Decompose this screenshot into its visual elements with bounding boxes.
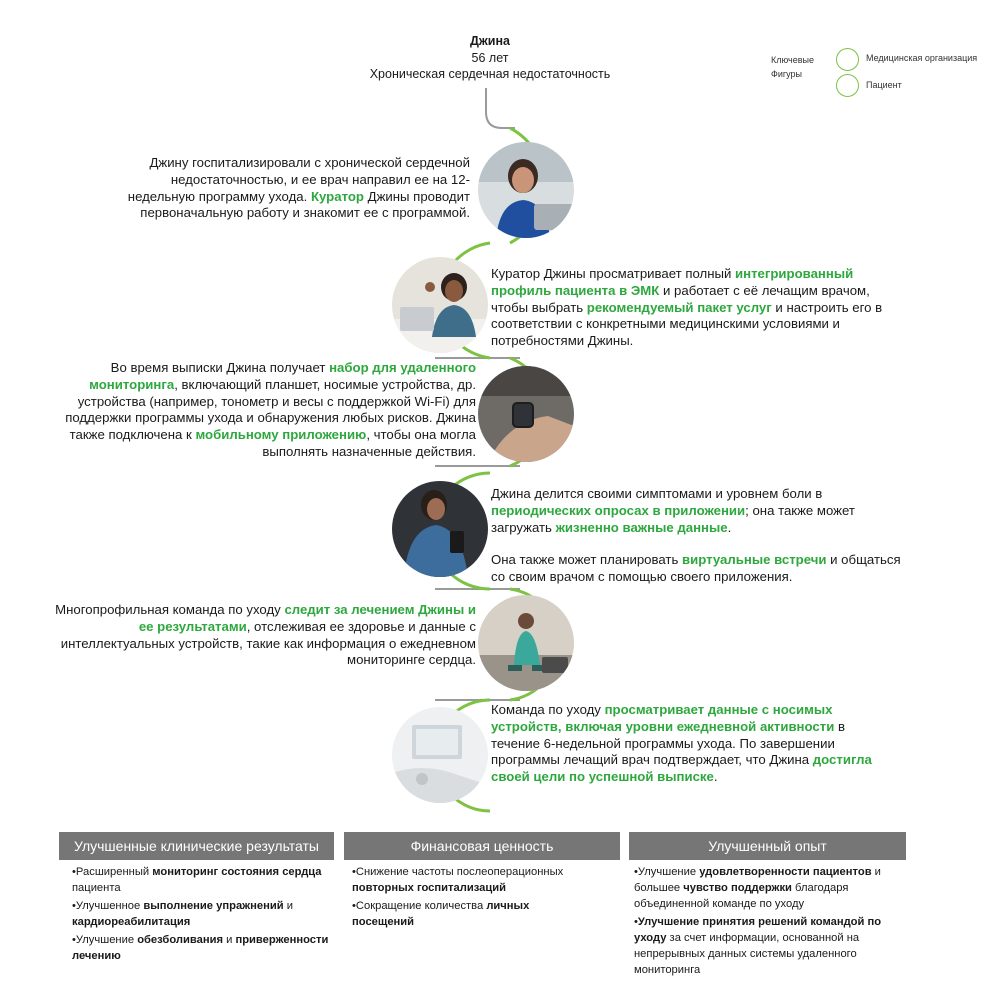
photo-woman-using-phone xyxy=(392,481,488,577)
box-financial-list: •Снижение частоты послеоперационных повт… xyxy=(352,864,592,932)
list-item: •Улучшение принятия решений командой по … xyxy=(634,916,882,976)
step-3-text: Во время выписки Джина получает набор дл… xyxy=(65,360,476,459)
list-item: •Улучшенное выполнение упражнений и кард… xyxy=(72,900,293,928)
legend-circle-organization-icon xyxy=(836,48,859,71)
patient-age: 56 лет xyxy=(471,51,509,65)
list-item: •Улучшение обезболивания и приверженност… xyxy=(72,934,329,962)
box-experience-list: •Улучшение удовлетворенности пациентов и… xyxy=(634,864,896,980)
list-item: •Расширенный мониторинг состояния сердца… xyxy=(72,866,322,894)
photo-doctor-reviewing-data xyxy=(392,707,488,803)
legend-label-patient: Пациент xyxy=(866,80,902,90)
patient-name: Джина xyxy=(470,34,510,48)
step-2-text: Куратор Джины просматривает полный интег… xyxy=(491,266,883,349)
box-financial-header: Финансовая ценность xyxy=(344,832,620,860)
step-4-text: Джина делится своими симптомами и уровне… xyxy=(491,486,901,585)
legend-circle-patient-icon xyxy=(836,74,859,97)
list-item: •Сокращение количества личных посещений xyxy=(352,900,530,928)
legend-label-organization: Медицинская организация xyxy=(866,53,978,63)
legend-title: Ключевые Фигуры xyxy=(771,55,814,79)
list-item: •Снижение частоты послеоперационных повт… xyxy=(352,866,564,894)
step-6-text: Команда по уходу просматривает данные с … xyxy=(491,702,872,785)
step-5-text: Многопрофильная команда по уходу следит … xyxy=(55,602,476,668)
box-experience-header: Улучшенный опыт xyxy=(629,832,906,860)
step-1-text: Джину госпитализировали с хронической се… xyxy=(127,155,470,221)
list-item: •Улучшение удовлетворенности пациентов и… xyxy=(634,866,881,910)
box-clinical-header: Улучшенные клинические результаты xyxy=(59,832,334,860)
photo-woman-exercising xyxy=(478,595,574,691)
photo-video-call-woman xyxy=(392,257,488,353)
box-clinical-list: •Расширенный мониторинг состояния сердца… xyxy=(72,864,334,966)
photo-curator-at-laptop xyxy=(478,142,574,238)
photo-smartwatch-wrist xyxy=(478,366,574,462)
patient-condition: Хроническая сердечная недостаточность xyxy=(369,67,611,81)
